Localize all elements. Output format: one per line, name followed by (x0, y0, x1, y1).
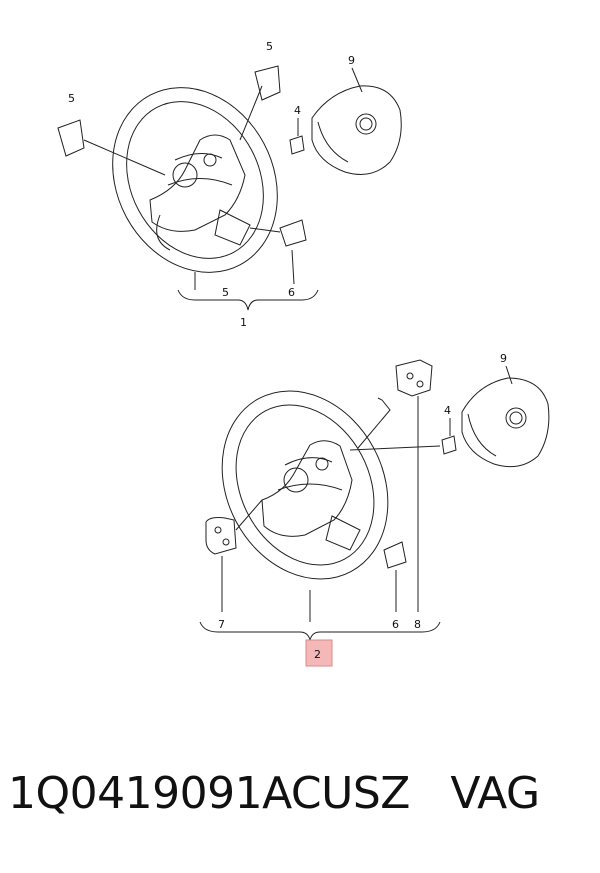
callout-2: 2 (314, 648, 321, 661)
callout-1: 1 (240, 316, 247, 329)
steering-wheel-exploded-diagram: 5 9 5 4 5 6 1 (57, 40, 550, 667)
callout-6-bottom: 6 (392, 618, 399, 631)
callout-4-bottom: 4 (444, 404, 451, 417)
callout-5-top: 5 (266, 40, 273, 53)
brand-name: VAG (450, 768, 540, 819)
callout-9-bottom: 9 (500, 352, 507, 365)
callout-7: 7 (218, 618, 225, 631)
part-number: 1Q0419091ACUSZ (8, 768, 410, 819)
callout-8: 8 (414, 618, 421, 631)
callout-9-top: 9 (348, 54, 355, 67)
callout-6-bracket: 6 (288, 286, 295, 299)
callout-2-highlight-box (305, 639, 333, 667)
top-steering-wheel-assembly (57, 65, 402, 311)
callout-4-top: 4 (294, 104, 301, 117)
bottom-steering-wheel-assembly (199, 359, 550, 641)
callout-5-left: 5 (68, 92, 75, 105)
callout-5-bracket: 5 (222, 286, 229, 299)
footer-part-number-line: 1Q0419091ACUSZ VAG (8, 768, 598, 819)
